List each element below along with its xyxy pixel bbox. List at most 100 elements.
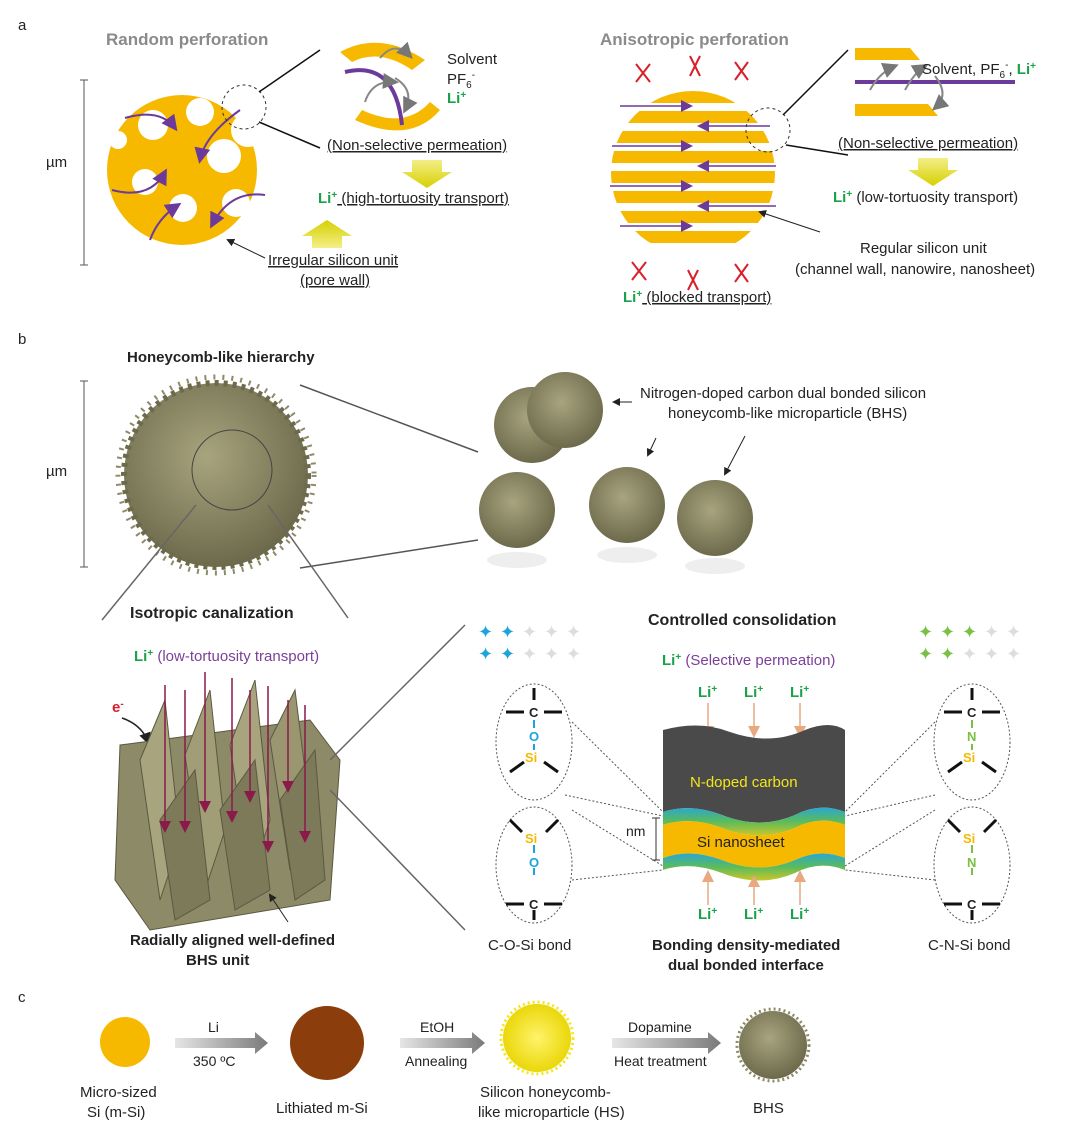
anisotropic-perforation-title: Anisotropic perforation bbox=[600, 30, 789, 49]
li-ion-bottom-1: Li+ bbox=[698, 906, 717, 923]
svg-text:✦: ✦ bbox=[984, 644, 999, 665]
bhs-description-line1: Nitrogen-doped carbon dual bonded silico… bbox=[640, 385, 926, 402]
selective-permeation-label: Li+ (Selective permeation) bbox=[662, 652, 835, 669]
zoom-line bbox=[299, 384, 479, 453]
non-selective-permeation-left: (Non-selective permeation) bbox=[327, 137, 507, 154]
irregular-unit-line1: Irregular silicon unit bbox=[268, 252, 399, 269]
high-tortuosity-transport: Li+ (high-tortuosity transport) bbox=[318, 190, 509, 207]
atom-o: O bbox=[529, 855, 539, 870]
svg-text:✦: ✦ bbox=[984, 622, 999, 643]
zoom-line bbox=[782, 49, 849, 116]
svg-text:✦: ✦ bbox=[500, 644, 515, 665]
regular-unit-line2: (channel wall, nanowire, nanosheet) bbox=[795, 261, 1035, 278]
zoom-line bbox=[267, 504, 349, 619]
bhs-large-particle bbox=[115, 374, 317, 576]
solvent-label: Solvent bbox=[447, 51, 498, 68]
arrow-1-bottom: 350 ºC bbox=[193, 1053, 235, 1069]
c-o-si-bond-label: C-O-Si bond bbox=[488, 937, 571, 954]
atom-c: C bbox=[529, 897, 539, 912]
svg-text:✦: ✦ bbox=[544, 622, 559, 643]
scale-label-b: µm bbox=[46, 463, 67, 480]
solvent-pf6-li-label: Solvent, PF6-, Li+ bbox=[922, 60, 1036, 81]
non-selective-permeation-right: (Non-selective permeation) bbox=[838, 135, 1018, 152]
random-perforation-title: Random perforation bbox=[106, 30, 268, 49]
zoom-line bbox=[258, 121, 321, 149]
svg-text:✦: ✦ bbox=[1006, 622, 1021, 643]
atom-si: Si bbox=[525, 750, 537, 765]
controlled-consolidation-title: Controlled consolidation bbox=[648, 612, 836, 629]
atom-si: Si bbox=[963, 750, 975, 765]
interface-line2: dual bonded interface bbox=[668, 957, 824, 974]
svg-text:✦: ✦ bbox=[918, 644, 933, 665]
step-1-line1: Micro-sized bbox=[80, 1084, 157, 1101]
svg-text:✦: ✦ bbox=[478, 622, 493, 643]
n-doped-carbon-label: N-doped carbon bbox=[690, 774, 798, 791]
scale-label-a: µm bbox=[46, 154, 67, 171]
atom-si: Si bbox=[963, 831, 975, 846]
dotted-connectors bbox=[564, 721, 936, 881]
m-si-particle bbox=[100, 1017, 150, 1067]
atom-si: Si bbox=[525, 831, 537, 846]
pf6-label: PF6- bbox=[447, 70, 475, 91]
atom-c: C bbox=[529, 705, 539, 720]
step-2-label: Lithiated m-Si bbox=[276, 1100, 368, 1117]
down-arrow-icon bbox=[402, 160, 452, 188]
li-ion-top-1: Li+ bbox=[698, 684, 717, 701]
svg-text:✦: ✦ bbox=[522, 622, 537, 643]
process-arrow-1 bbox=[175, 1032, 268, 1054]
dual-bonded-interface bbox=[663, 725, 845, 881]
zoom-line bbox=[101, 504, 197, 621]
blocked-transport-markers bbox=[631, 55, 749, 291]
atom-n: N bbox=[967, 855, 976, 870]
arrow-2-top: EtOH bbox=[420, 1019, 454, 1035]
svg-text:✦: ✦ bbox=[544, 644, 559, 665]
zoom-line bbox=[785, 144, 849, 156]
irregular-unit-line2: (pore wall) bbox=[300, 272, 370, 289]
atom-c: C bbox=[967, 705, 977, 720]
svg-text:✦: ✦ bbox=[962, 622, 977, 643]
c-o-si-bond-bottom bbox=[495, 806, 573, 924]
isotropic-canalization-title: Isotropic canalization bbox=[130, 605, 294, 622]
nm-scale bbox=[652, 817, 660, 861]
atom-c: C bbox=[967, 897, 977, 912]
bonding-density-stars-green: ✦✦✦ ✦✦ ✦✦ ✦✦✦ bbox=[918, 622, 1021, 665]
c-n-si-bond-top bbox=[933, 683, 1011, 801]
zoom-line bbox=[258, 49, 321, 93]
scale-bar-a bbox=[80, 79, 88, 266]
zoom-line bbox=[329, 789, 466, 931]
li-ion-bottom-3: Li+ bbox=[790, 906, 809, 923]
hs-particle bbox=[499, 1000, 575, 1076]
bhs-description-line2: honeycomb-like microparticle (BHS) bbox=[668, 405, 907, 422]
step-1-line2: Si (m-Si) bbox=[87, 1104, 145, 1121]
atom-n: N bbox=[967, 729, 976, 744]
bonding-density-stars-blue: ✦✦ ✦✦✦ ✦✦ ✦✦✦ bbox=[478, 622, 581, 665]
li-arrows-bottom bbox=[702, 870, 806, 905]
si-nanosheet-label: Si nanosheet bbox=[697, 834, 785, 851]
electron-label: e- bbox=[112, 699, 124, 716]
svg-text:✦: ✦ bbox=[522, 644, 537, 665]
electron-arrow bbox=[121, 717, 151, 745]
isotropic-transport-label: Li+ (low-tortuosity transport) bbox=[134, 648, 319, 665]
step-3-line2: like microparticle (HS) bbox=[478, 1104, 625, 1121]
arrow-2-bottom: Annealing bbox=[405, 1053, 467, 1069]
process-arrow-2 bbox=[400, 1032, 485, 1054]
atom-o: O bbox=[529, 729, 539, 744]
up-arrow-icon bbox=[302, 220, 352, 248]
pore-wall-inset bbox=[340, 41, 440, 131]
pointer-line bbox=[268, 893, 289, 923]
bhs-unit-line2: BHS unit bbox=[186, 952, 249, 969]
anisotropic-perforated-particle bbox=[610, 91, 776, 243]
svg-text:✦: ✦ bbox=[940, 644, 955, 665]
li-ion-top-3: Li+ bbox=[790, 684, 809, 701]
low-tortuosity-transport-a: Li+ (low-tortuosity transport) bbox=[833, 189, 1018, 206]
svg-text:✦: ✦ bbox=[566, 622, 581, 643]
panel-c-label: c bbox=[18, 989, 26, 1006]
step-3-line1: Silicon honeycomb- bbox=[480, 1084, 611, 1101]
zoom-circle-aniso bbox=[745, 107, 791, 153]
svg-text:✦: ✦ bbox=[918, 622, 933, 643]
svg-text:✦: ✦ bbox=[566, 644, 581, 665]
bhs-unit-line1: Radially aligned well-defined bbox=[130, 932, 335, 949]
arrow-1-top: Li bbox=[208, 1019, 219, 1035]
bhs-unit-block bbox=[114, 679, 341, 931]
